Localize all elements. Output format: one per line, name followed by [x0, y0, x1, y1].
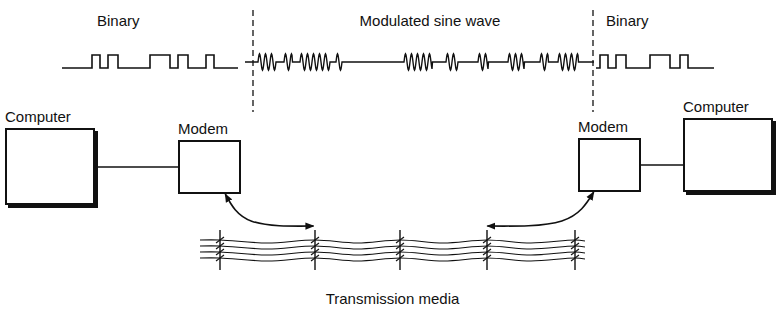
signal-label: Binary [606, 12, 649, 30]
signal-arrow [487, 192, 593, 226]
insulator-tick [396, 249, 404, 255]
binary-waveform [62, 55, 238, 68]
binary-waveform [596, 55, 714, 68]
transmission-lines: Transmission media [195, 226, 590, 310]
insulator-tick [311, 237, 319, 243]
insulator-tick [216, 237, 224, 243]
insulator-tick [216, 255, 224, 261]
pole [219, 230, 220, 270]
insulator-tick [396, 243, 404, 249]
cable-line [641, 164, 683, 166]
signal-label: Modulated sine wave [360, 12, 501, 30]
cable-line [95, 166, 178, 168]
signal-label: Binary [97, 12, 140, 30]
insulator-tick [311, 243, 319, 249]
insulator-tick [483, 243, 491, 249]
device-label: Modem [578, 118, 628, 136]
insulator-tick [311, 255, 319, 261]
modem-box: Modem [578, 138, 641, 192]
wire [200, 252, 585, 255]
divider-line [252, 10, 253, 112]
device-label: Computer [683, 98, 749, 116]
insulator-tick [571, 237, 579, 243]
media-label: Transmission media [326, 290, 460, 308]
signal-arrow [225, 194, 313, 226]
modem-box: Modem [178, 140, 241, 194]
insulator-tick [396, 255, 404, 261]
pole [399, 230, 400, 270]
device-label: Computer [5, 108, 71, 126]
pole [574, 230, 575, 270]
insulator-tick [216, 249, 224, 255]
insulator-tick [483, 237, 491, 243]
insulator-tick [396, 237, 404, 243]
insulator-tick [571, 243, 579, 249]
insulator-tick [216, 243, 224, 249]
computer-box: Computer [5, 128, 95, 205]
insulator-tick [311, 249, 319, 255]
wire [200, 258, 585, 261]
insulator-tick [483, 255, 491, 261]
insulator-tick [571, 255, 579, 261]
computer-box: Computer [683, 118, 773, 192]
pole [314, 230, 315, 270]
wire [200, 240, 585, 243]
wire [200, 246, 585, 249]
insulator-tick [483, 249, 491, 255]
modulated-waveform [245, 54, 594, 70]
pole [486, 230, 487, 270]
device-label: Modem [178, 120, 228, 138]
divider-line [592, 10, 593, 112]
insulator-tick [571, 249, 579, 255]
